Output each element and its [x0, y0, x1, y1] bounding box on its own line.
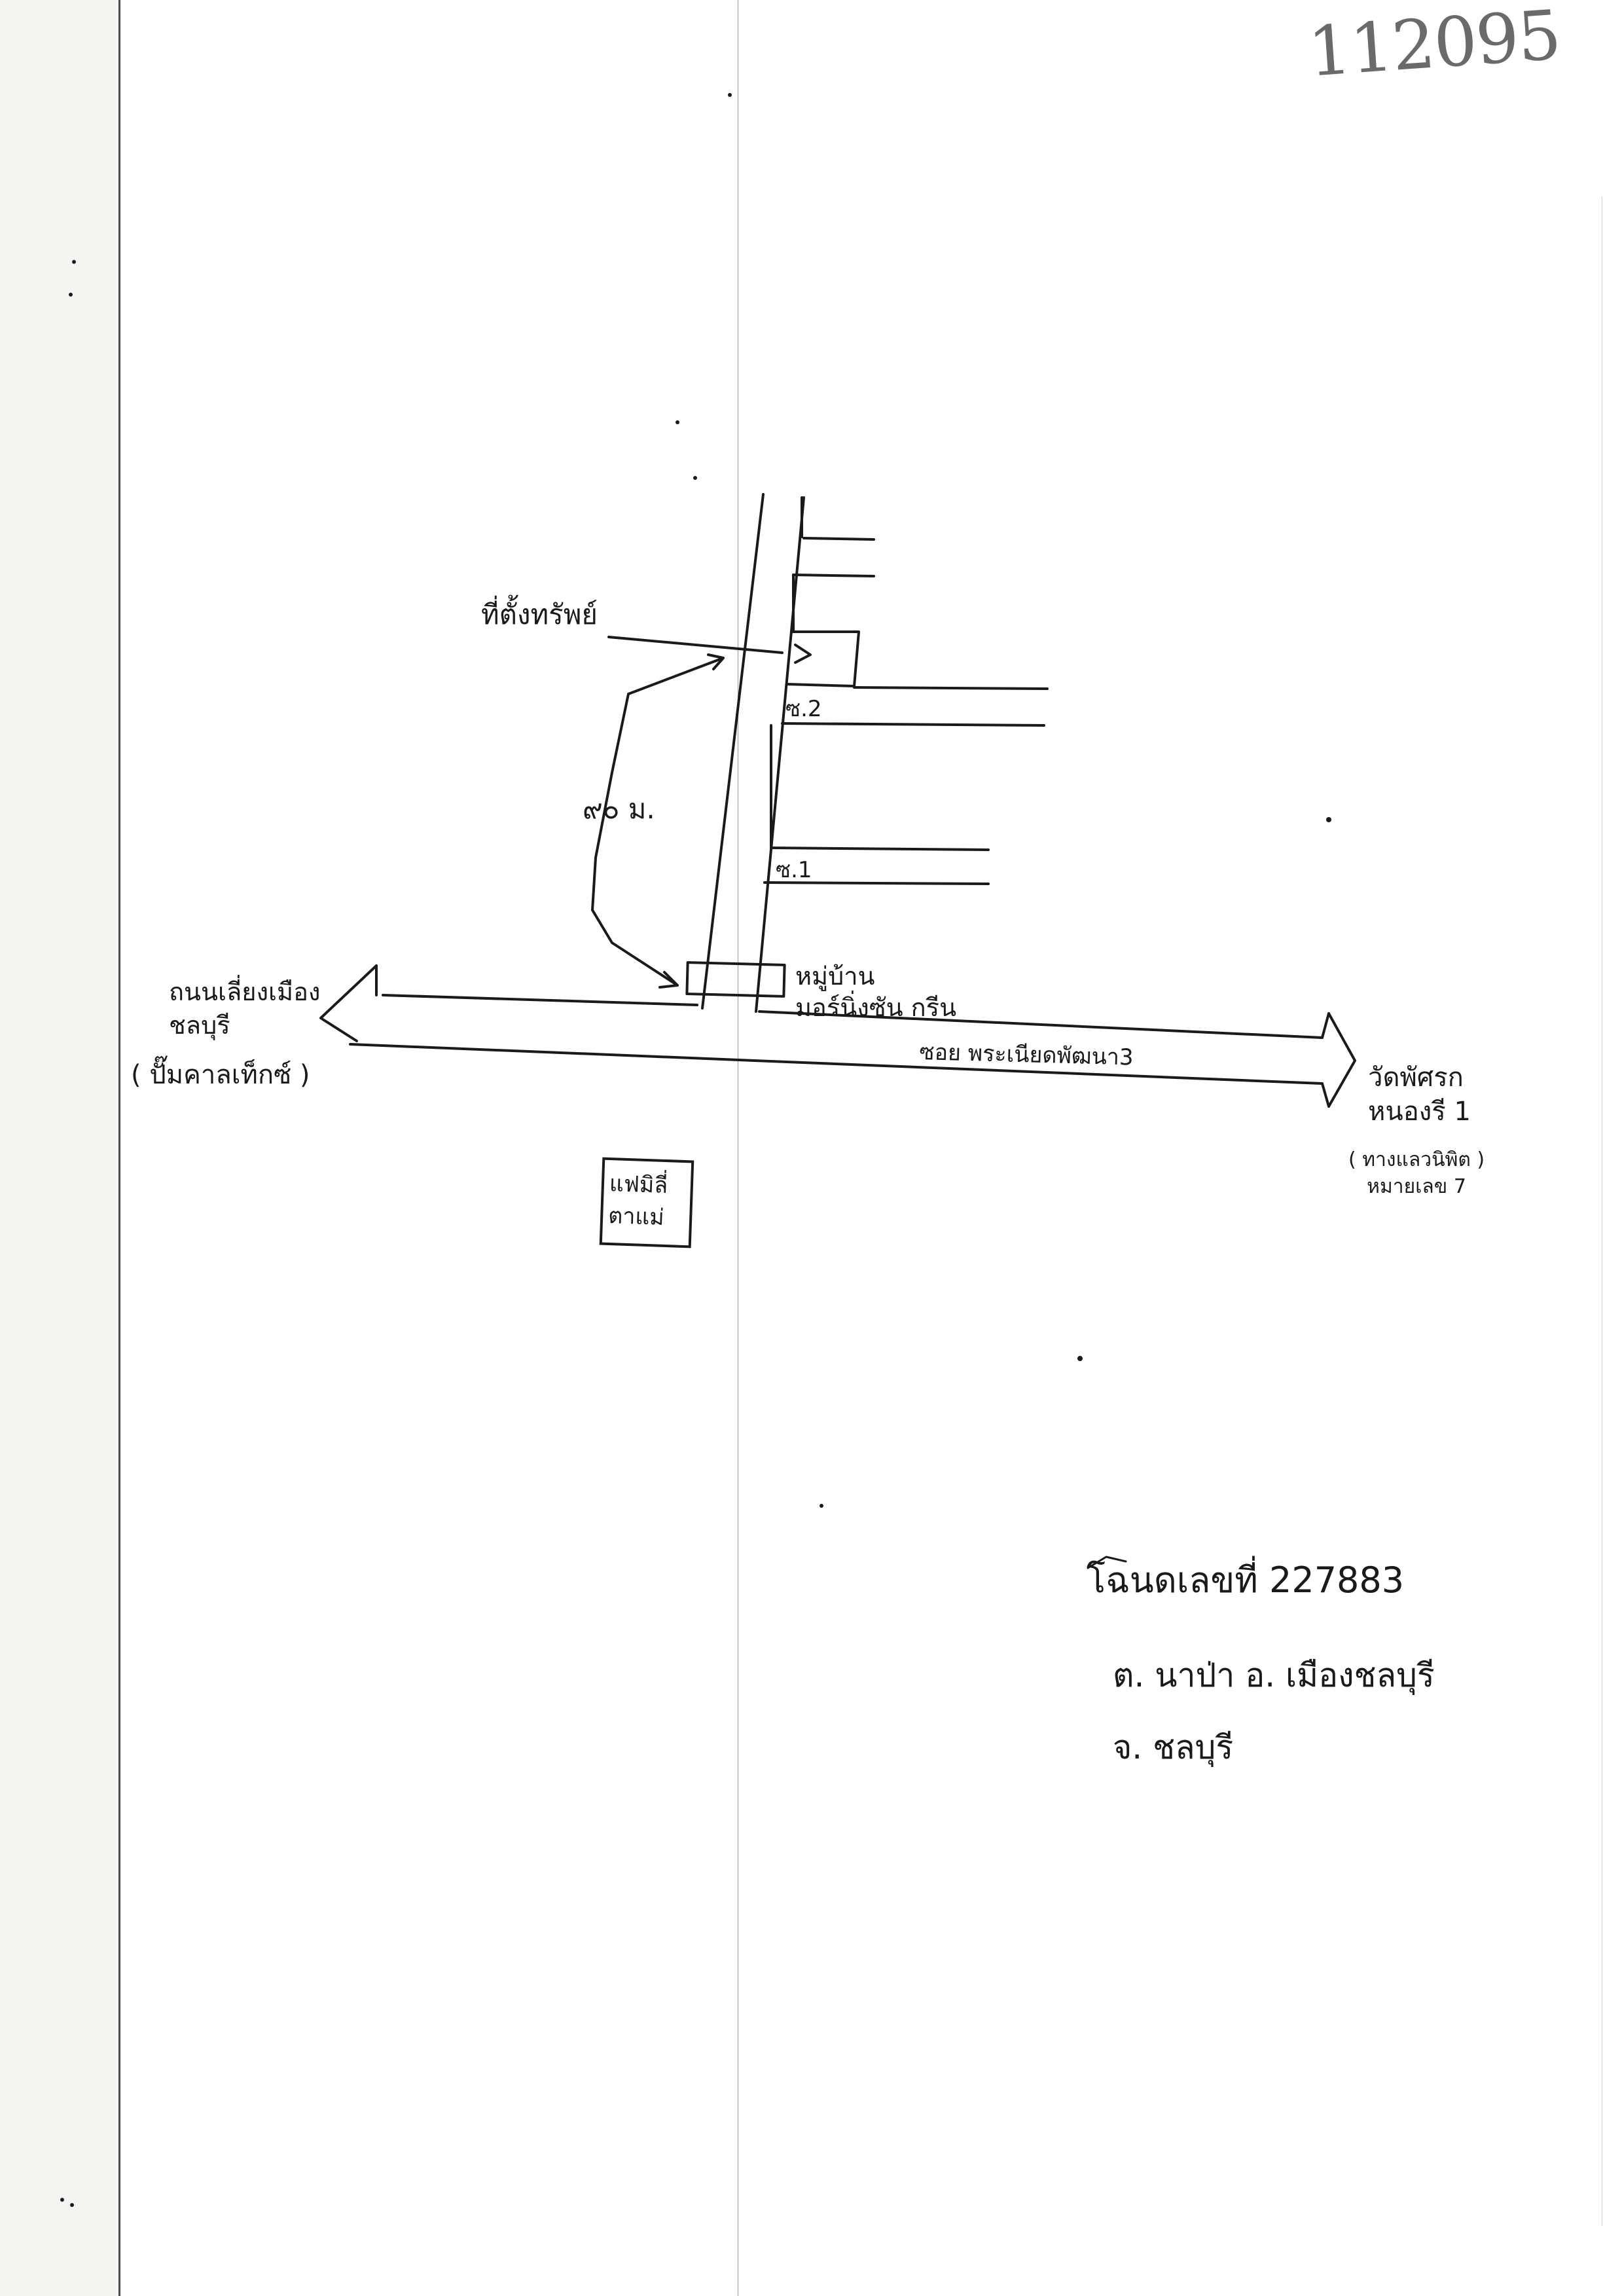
- deed-title-flourish: [1087, 1556, 1127, 1569]
- lane-left-edge: [701, 493, 765, 1010]
- main-road-label: ซอย พระเนียดพัฒนา3: [919, 1039, 1134, 1071]
- deed-title: โฉนดเลขที่ 227883: [1087, 1559, 1405, 1601]
- right-arrow-stub-top: [1321, 1012, 1330, 1039]
- distance-label: ๙๐ ม.: [583, 793, 655, 825]
- main-road-upper-left: [382, 994, 698, 1006]
- top-branch-top: [802, 537, 875, 541]
- landmark-line2: ตาแม่: [607, 1203, 665, 1231]
- right-destination-note-line2: หมายเลข 7: [1367, 1175, 1466, 1198]
- village-entrance-box: [685, 961, 786, 998]
- right-destination-note-line1: ( ทางแลวนิพิต ): [1348, 1148, 1485, 1171]
- main-road-lower: [349, 1043, 1324, 1085]
- soi-2-bottom-edge: [781, 722, 1045, 727]
- scan-margin: [0, 0, 120, 2296]
- right-destination-label: วัดพัศรก หนองรี 1: [1368, 1061, 1471, 1129]
- left-destination-note: ( ปั๊มคาลเท็กซ์ ): [131, 1060, 310, 1090]
- distance-callout-head-bottom: [658, 971, 679, 989]
- right-destination-line1: วัดพัศรก: [1368, 1063, 1464, 1093]
- left-destination-line2: ชลบุรี: [169, 1011, 230, 1040]
- deed-subdistrict-district: ต. นาป่า อ. เมืองชลบุรี: [1113, 1656, 1435, 1694]
- property-plot: [785, 630, 860, 687]
- right-destination-note: ( ทางแลวนิพิต ) หมายเลข 7: [1348, 1147, 1485, 1200]
- soi-2-top-edge: [853, 686, 1049, 690]
- left-destination-line1: ถนนเลี่ยงเมือง: [169, 977, 321, 1006]
- soi-1-top-edge: [770, 847, 990, 851]
- landmark-label: แฟมิลี่ ตาแม่: [607, 1168, 668, 1235]
- soi-1-bottom-edge: [763, 881, 990, 885]
- property-pointer-arrow: [607, 636, 784, 654]
- left-destination-label: ถนนเลี่ยงเมือง ชลบุรี: [169, 975, 320, 1043]
- left-arrow-head: [319, 964, 378, 1042]
- main-road-upper-right: [758, 1010, 1324, 1039]
- village-label: หมู่บ้าน มอร์นิ่งซัน กรีน: [795, 961, 956, 1023]
- right-arrow-head: [1327, 1012, 1356, 1108]
- village-label-line2: มอร์นิ่งซัน กรีน: [795, 993, 957, 1022]
- soi-1-label: ซ.1: [776, 857, 812, 883]
- landmark-line1: แฟมิลี่: [609, 1171, 668, 1199]
- distance-callout-head-top: [707, 653, 725, 670]
- landmark-box: แฟมิลี่ ตาแม่: [599, 1157, 694, 1248]
- property-location-label: ที่ตั้งทรัพย์: [481, 598, 598, 630]
- property-marker: [794, 644, 812, 664]
- deed-province: จ. ชลบุรี: [1113, 1728, 1234, 1766]
- right-arrow-stub-bottom: [1321, 1082, 1330, 1108]
- soi-2-label: ซ.2: [785, 696, 822, 722]
- right-destination-line2: หนองรี 1: [1368, 1097, 1471, 1127]
- village-label-line1: หมู่บ้าน: [795, 962, 875, 991]
- lane-right-edge: [755, 496, 805, 1013]
- second-branch-top: [792, 574, 875, 577]
- page-edge-line: [118, 0, 120, 2296]
- distance-callout-arrow: [591, 657, 725, 987]
